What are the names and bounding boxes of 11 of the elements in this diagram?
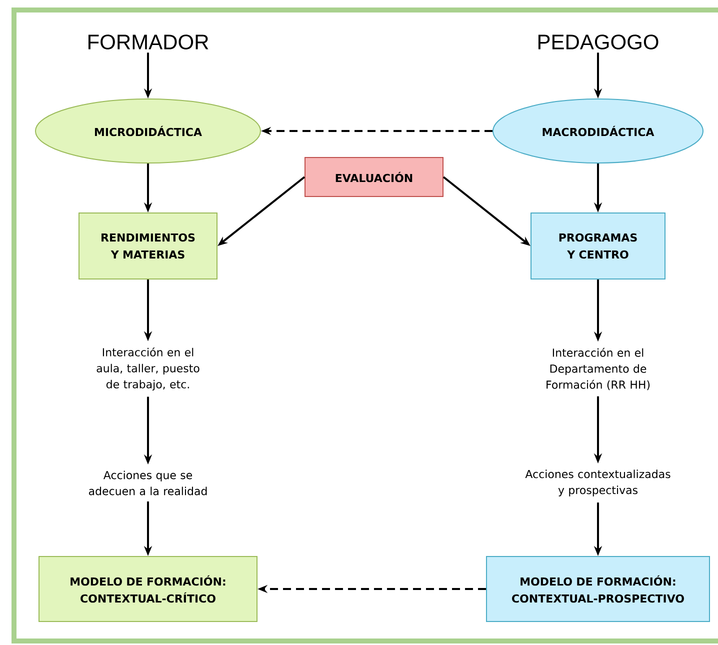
process-box: MODELO DE FORMACIÓN: CONTEXTUAL-PROSPECTIVO xyxy=(486,556,710,622)
process-box: EVALUACIÓN xyxy=(304,157,444,197)
step-text: Interacción en el aula, taller, puesto de trabajo, etc. xyxy=(96,347,200,391)
role-heading: FORMADOR xyxy=(88,34,208,50)
process-box: RENDIMIENTOS Y MATERIAS xyxy=(78,212,218,280)
step-text: Acciones contextualizadas y prospectivas xyxy=(525,470,670,496)
process-box: MODELO DE FORMACIÓN: CONTEXTUAL-CRÍTICO xyxy=(38,556,258,622)
step-text: Interacción en el Departamento de Formación (RR HH) xyxy=(546,348,650,390)
role-heading: PEDAGOGO xyxy=(538,34,658,50)
step-text: Acciones que se adecuen a la realidad xyxy=(88,470,207,496)
process-box: PROGRAMAS Y CENTRO xyxy=(530,212,666,280)
